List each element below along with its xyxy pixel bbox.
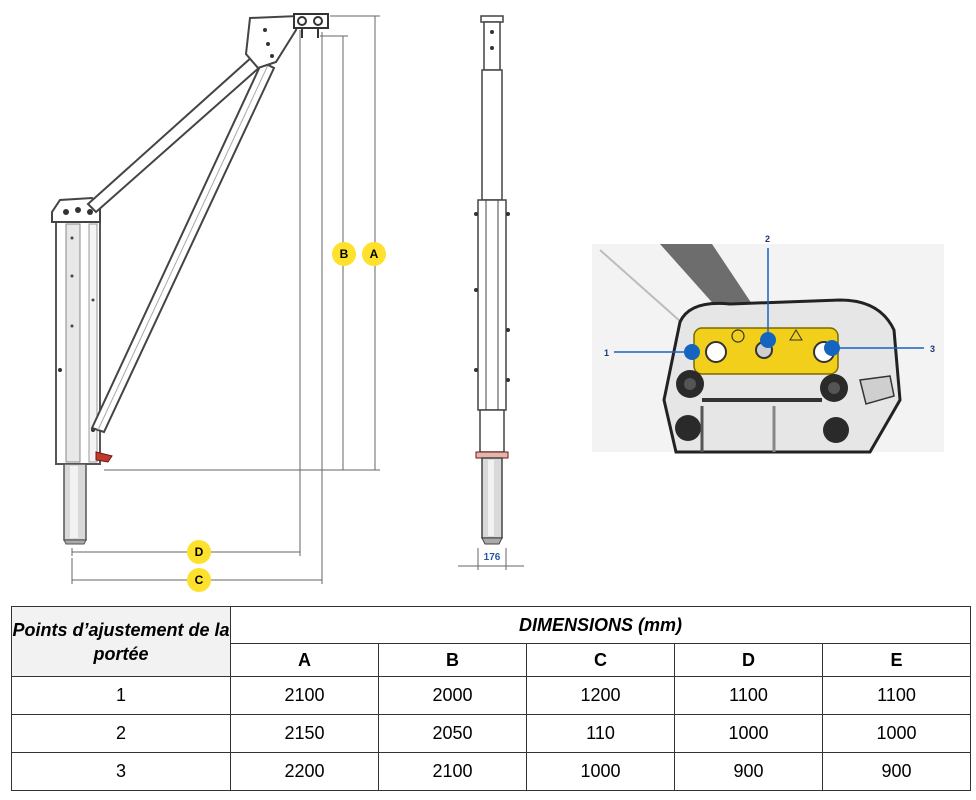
row-header-title: Points d’ajustement de la portée: [11, 606, 231, 677]
table-row: 1 2100 2000 1200 1100 1100: [11, 676, 971, 715]
cell-a: 2100: [230, 676, 379, 715]
table-row: 3 2200 2100 1000 900 900: [11, 752, 971, 791]
cell-c: 1200: [526, 676, 675, 715]
row-point: 3: [11, 752, 231, 791]
svg-text:3: 3: [930, 344, 935, 354]
group-header: DIMENSIONS (mm): [230, 606, 971, 644]
cell-b: 2050: [378, 714, 527, 753]
cell-e: 1000: [822, 714, 971, 753]
cell-a: 2150: [230, 714, 379, 753]
table-row: 2 2150 2050 110 1000 1000: [11, 714, 971, 753]
svg-text:176: 176: [484, 552, 501, 563]
cell-d: 1000: [674, 714, 823, 753]
cell-e: 900: [822, 752, 971, 791]
svg-text:2: 2: [765, 234, 770, 244]
svg-text:C: C: [195, 573, 204, 587]
callout-1: 1: [604, 344, 700, 360]
dimension-lines: [71, 15, 380, 584]
svg-text:B: B: [340, 247, 349, 261]
column-header-d: D: [674, 643, 823, 677]
svg-text:D: D: [195, 545, 204, 559]
cell-b: 2100: [378, 752, 527, 791]
marker-A: A: [362, 242, 386, 266]
width-dimension: 176: [458, 548, 524, 570]
svg-text:A: A: [370, 247, 379, 261]
front-view: [474, 15, 510, 545]
marker-B: B: [332, 242, 356, 266]
column-header-e: E: [822, 643, 971, 677]
row-point: 1: [11, 676, 231, 715]
callout-2: 2: [760, 234, 776, 348]
cell-e: 1100: [822, 676, 971, 715]
column-header-c: C: [526, 643, 675, 677]
row-point: 2: [11, 714, 231, 753]
cell-a: 2200: [230, 752, 379, 791]
callout-3: 3: [824, 340, 935, 356]
technical-drawing: B A D C 176: [51, 13, 944, 592]
cell-b: 2000: [378, 676, 527, 715]
cell-d: 900: [674, 752, 823, 791]
marker-D: D: [187, 540, 211, 564]
cell-c: 110: [526, 714, 675, 753]
cell-c: 1000: [526, 752, 675, 791]
marker-C: C: [187, 568, 211, 592]
dimensions-table: Points d’ajustement de la portée DIMENSI…: [11, 606, 971, 791]
column-header-a: A: [230, 643, 379, 677]
svg-text:1: 1: [604, 348, 609, 358]
cell-d: 1100: [674, 676, 823, 715]
column-header-b: B: [378, 643, 527, 677]
side-view: [51, 13, 329, 545]
